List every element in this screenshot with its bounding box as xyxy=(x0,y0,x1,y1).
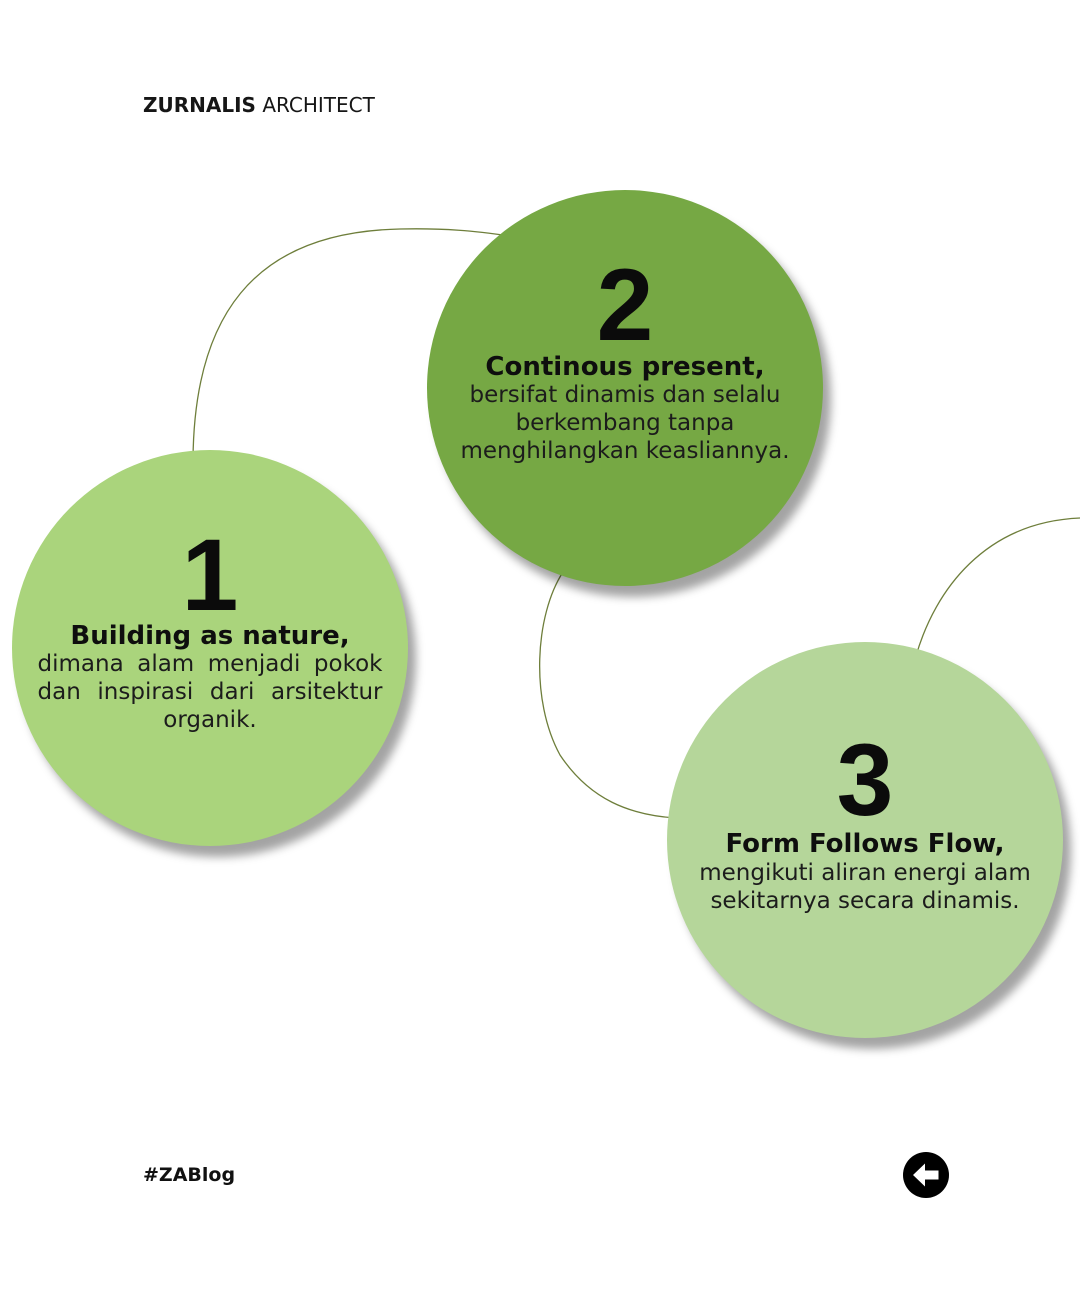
brand-name-bold: ZURNALIS xyxy=(143,93,256,117)
principle-description: dimana alam menjadi pokok dan inspirasi … xyxy=(12,650,408,734)
connector-1-to-2 xyxy=(192,228,511,461)
arrow-left-icon xyxy=(903,1152,949,1198)
principle-title: Form Follows Flow, xyxy=(725,829,1005,859)
description-line: bersifat dinamis dan selalu xyxy=(469,382,781,408)
principle-title: Building as nature, xyxy=(70,621,350,651)
brand-name-regular: ARCHITECT xyxy=(262,93,375,117)
previous-slide-button[interactable] xyxy=(903,1152,949,1198)
brand-wordmark: ZURNALIS ARCHITECT xyxy=(143,95,375,115)
description-line: dimana alam menjadi pokok xyxy=(37,651,383,677)
principle-circle-1: 1 Building as nature, dimana alam menjad… xyxy=(12,450,408,846)
principle-number: 2 xyxy=(596,248,654,362)
connector-3-to-edge xyxy=(915,517,1080,657)
description-line: sekitarnya secara dinamis. xyxy=(710,888,1020,914)
hashtag-label: #ZABlog xyxy=(143,1164,236,1186)
connector-2-to-3 xyxy=(538,571,677,819)
description-line: menghilangkan keasliannya. xyxy=(460,438,790,464)
principle-title: Continous present, xyxy=(485,352,765,382)
principle-circle-2: 2 Continous present, bersifat dinamis da… xyxy=(427,190,823,586)
principle-number: 3 xyxy=(836,723,894,837)
description-line: dan inspirasi dari arsitektur xyxy=(37,679,383,705)
description-line: mengikuti aliran energi alam xyxy=(699,860,1031,886)
principle-description: mengikuti aliran energi alam sekitarnya … xyxy=(667,859,1063,915)
principle-circle-3: 3 Form Follows Flow, mengikuti aliran en… xyxy=(667,642,1063,1038)
principle-description: bersifat dinamis dan selalu berkembang t… xyxy=(427,381,823,465)
description-line: organik. xyxy=(163,707,257,733)
principle-number: 1 xyxy=(181,518,239,632)
description-line: berkembang tanpa xyxy=(515,410,735,436)
